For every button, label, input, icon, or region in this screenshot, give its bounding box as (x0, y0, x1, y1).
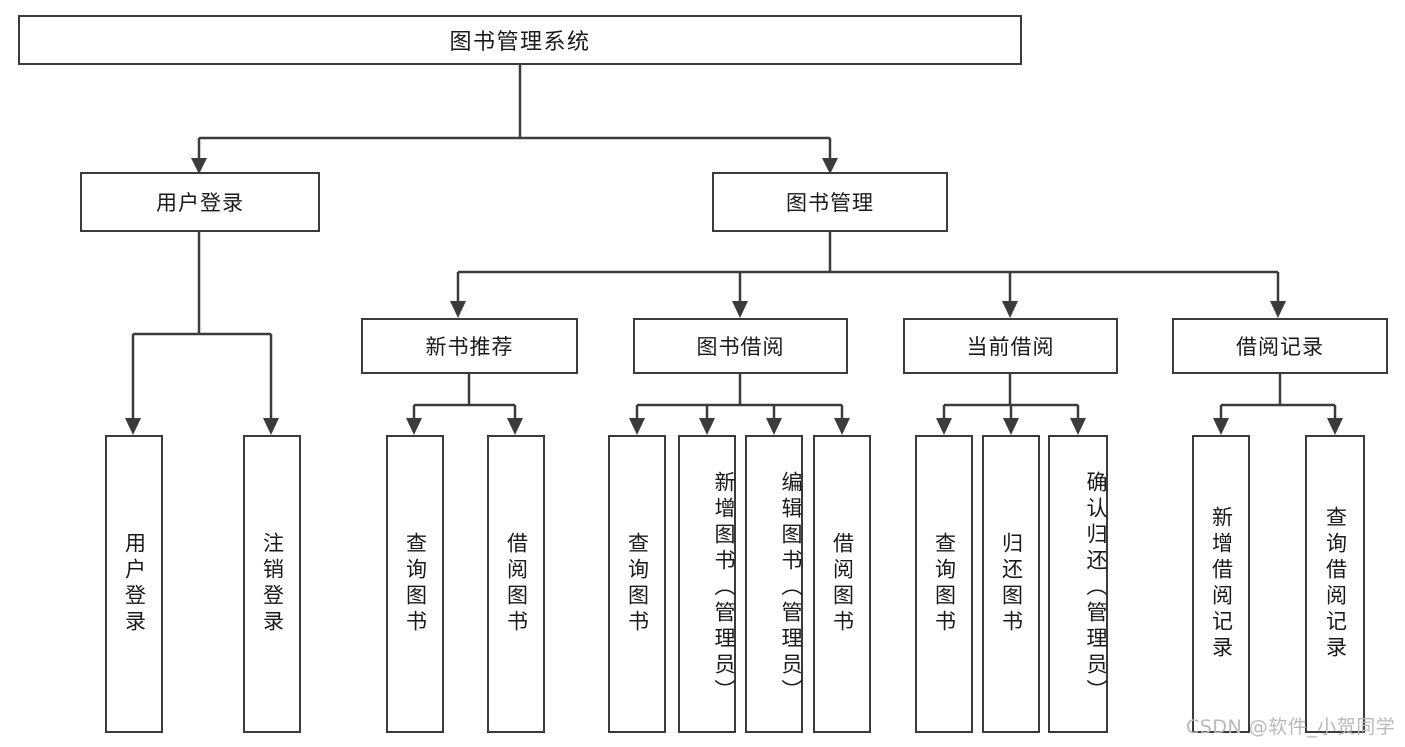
node-label: 注销登录 (260, 532, 285, 636)
node-label: 编辑图书（管理员） (779, 471, 803, 705)
csdn-watermark: CSDN @软件_小贺同学 (1186, 716, 1396, 738)
node-label: 用户登录 (156, 191, 244, 215)
node-label: 当前借阅 (966, 335, 1055, 359)
node-user-login[interactable]: 用户登录 (80, 172, 320, 232)
node-label: 查询图书 (625, 532, 650, 636)
node-label: 查询图书 (932, 532, 957, 636)
leaf-add-book-admin[interactable]: 新增图书（管理员） (678, 435, 736, 733)
node-label: 确认归还（管理员） (1084, 471, 1108, 705)
node-label: 归还图书 (999, 532, 1024, 636)
leaf-edit-book-admin[interactable]: 编辑图书（管理员） (745, 435, 803, 733)
leaf-return-book[interactable]: 归还图书 (982, 435, 1040, 733)
node-label: 新增图书（管理员） (712, 471, 736, 705)
leaf-logout[interactable]: 注销登录 (243, 435, 301, 733)
leaf-borrow-book-recommend[interactable]: 借阅图书 (487, 435, 545, 733)
leaf-confirm-return-admin[interactable]: 确认归还（管理员） (1048, 435, 1108, 733)
node-borrow-record[interactable]: 借阅记录 (1172, 318, 1388, 374)
node-label: 图书管理 (786, 191, 874, 215)
node-root-system[interactable]: 图书管理系统 (18, 15, 1022, 65)
node-label: 图书借阅 (696, 335, 785, 359)
node-current-borrow[interactable]: 当前借阅 (903, 318, 1118, 374)
leaf-query-book-recommend[interactable]: 查询图书 (386, 435, 444, 733)
node-label: 借阅图书 (504, 532, 529, 636)
node-label: 借阅记录 (1236, 335, 1324, 359)
node-label: 新书推荐 (425, 335, 514, 359)
leaf-add-borrow-record[interactable]: 新增借阅记录 (1192, 435, 1250, 733)
leaf-query-book-borrow[interactable]: 查询图书 (608, 435, 666, 733)
node-new-book-recommend[interactable]: 新书推荐 (361, 318, 578, 374)
node-label: 查询借阅记录 (1323, 506, 1348, 662)
leaf-borrow-book[interactable]: 借阅图书 (813, 435, 871, 733)
node-label: 新增借阅记录 (1209, 506, 1234, 662)
node-label: 查询图书 (403, 532, 428, 636)
node-label: 用户登录 (122, 532, 147, 636)
leaf-query-book-current[interactable]: 查询图书 (915, 435, 973, 733)
node-book-management[interactable]: 图书管理 (712, 172, 948, 232)
node-book-borrow[interactable]: 图书借阅 (633, 318, 848, 374)
leaf-user-login[interactable]: 用户登录 (105, 435, 163, 733)
node-label: 借阅图书 (830, 532, 855, 636)
node-label: 图书管理系统 (449, 30, 591, 55)
leaf-query-borrow-record[interactable]: 查询借阅记录 (1305, 435, 1365, 733)
